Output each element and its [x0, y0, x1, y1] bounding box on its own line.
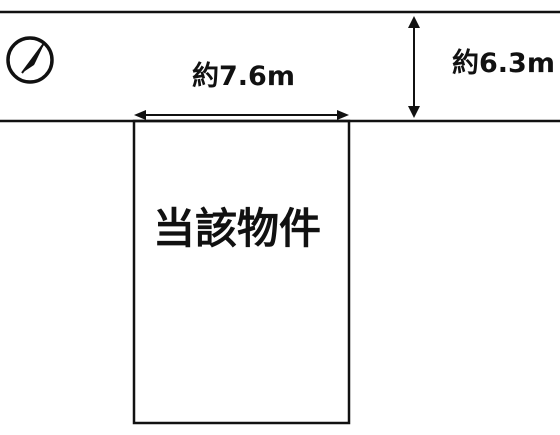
- road-width-dimension: [408, 16, 420, 118]
- property-name-label: 当該物件: [153, 204, 321, 253]
- road-width-label: 約6.3m: [452, 47, 555, 79]
- property-lot: [132, 119, 351, 425]
- frontage-label: 約7.6m: [192, 60, 295, 92]
- frontage-dimension: [134, 110, 349, 120]
- north-arrow-icon: [6, 36, 54, 84]
